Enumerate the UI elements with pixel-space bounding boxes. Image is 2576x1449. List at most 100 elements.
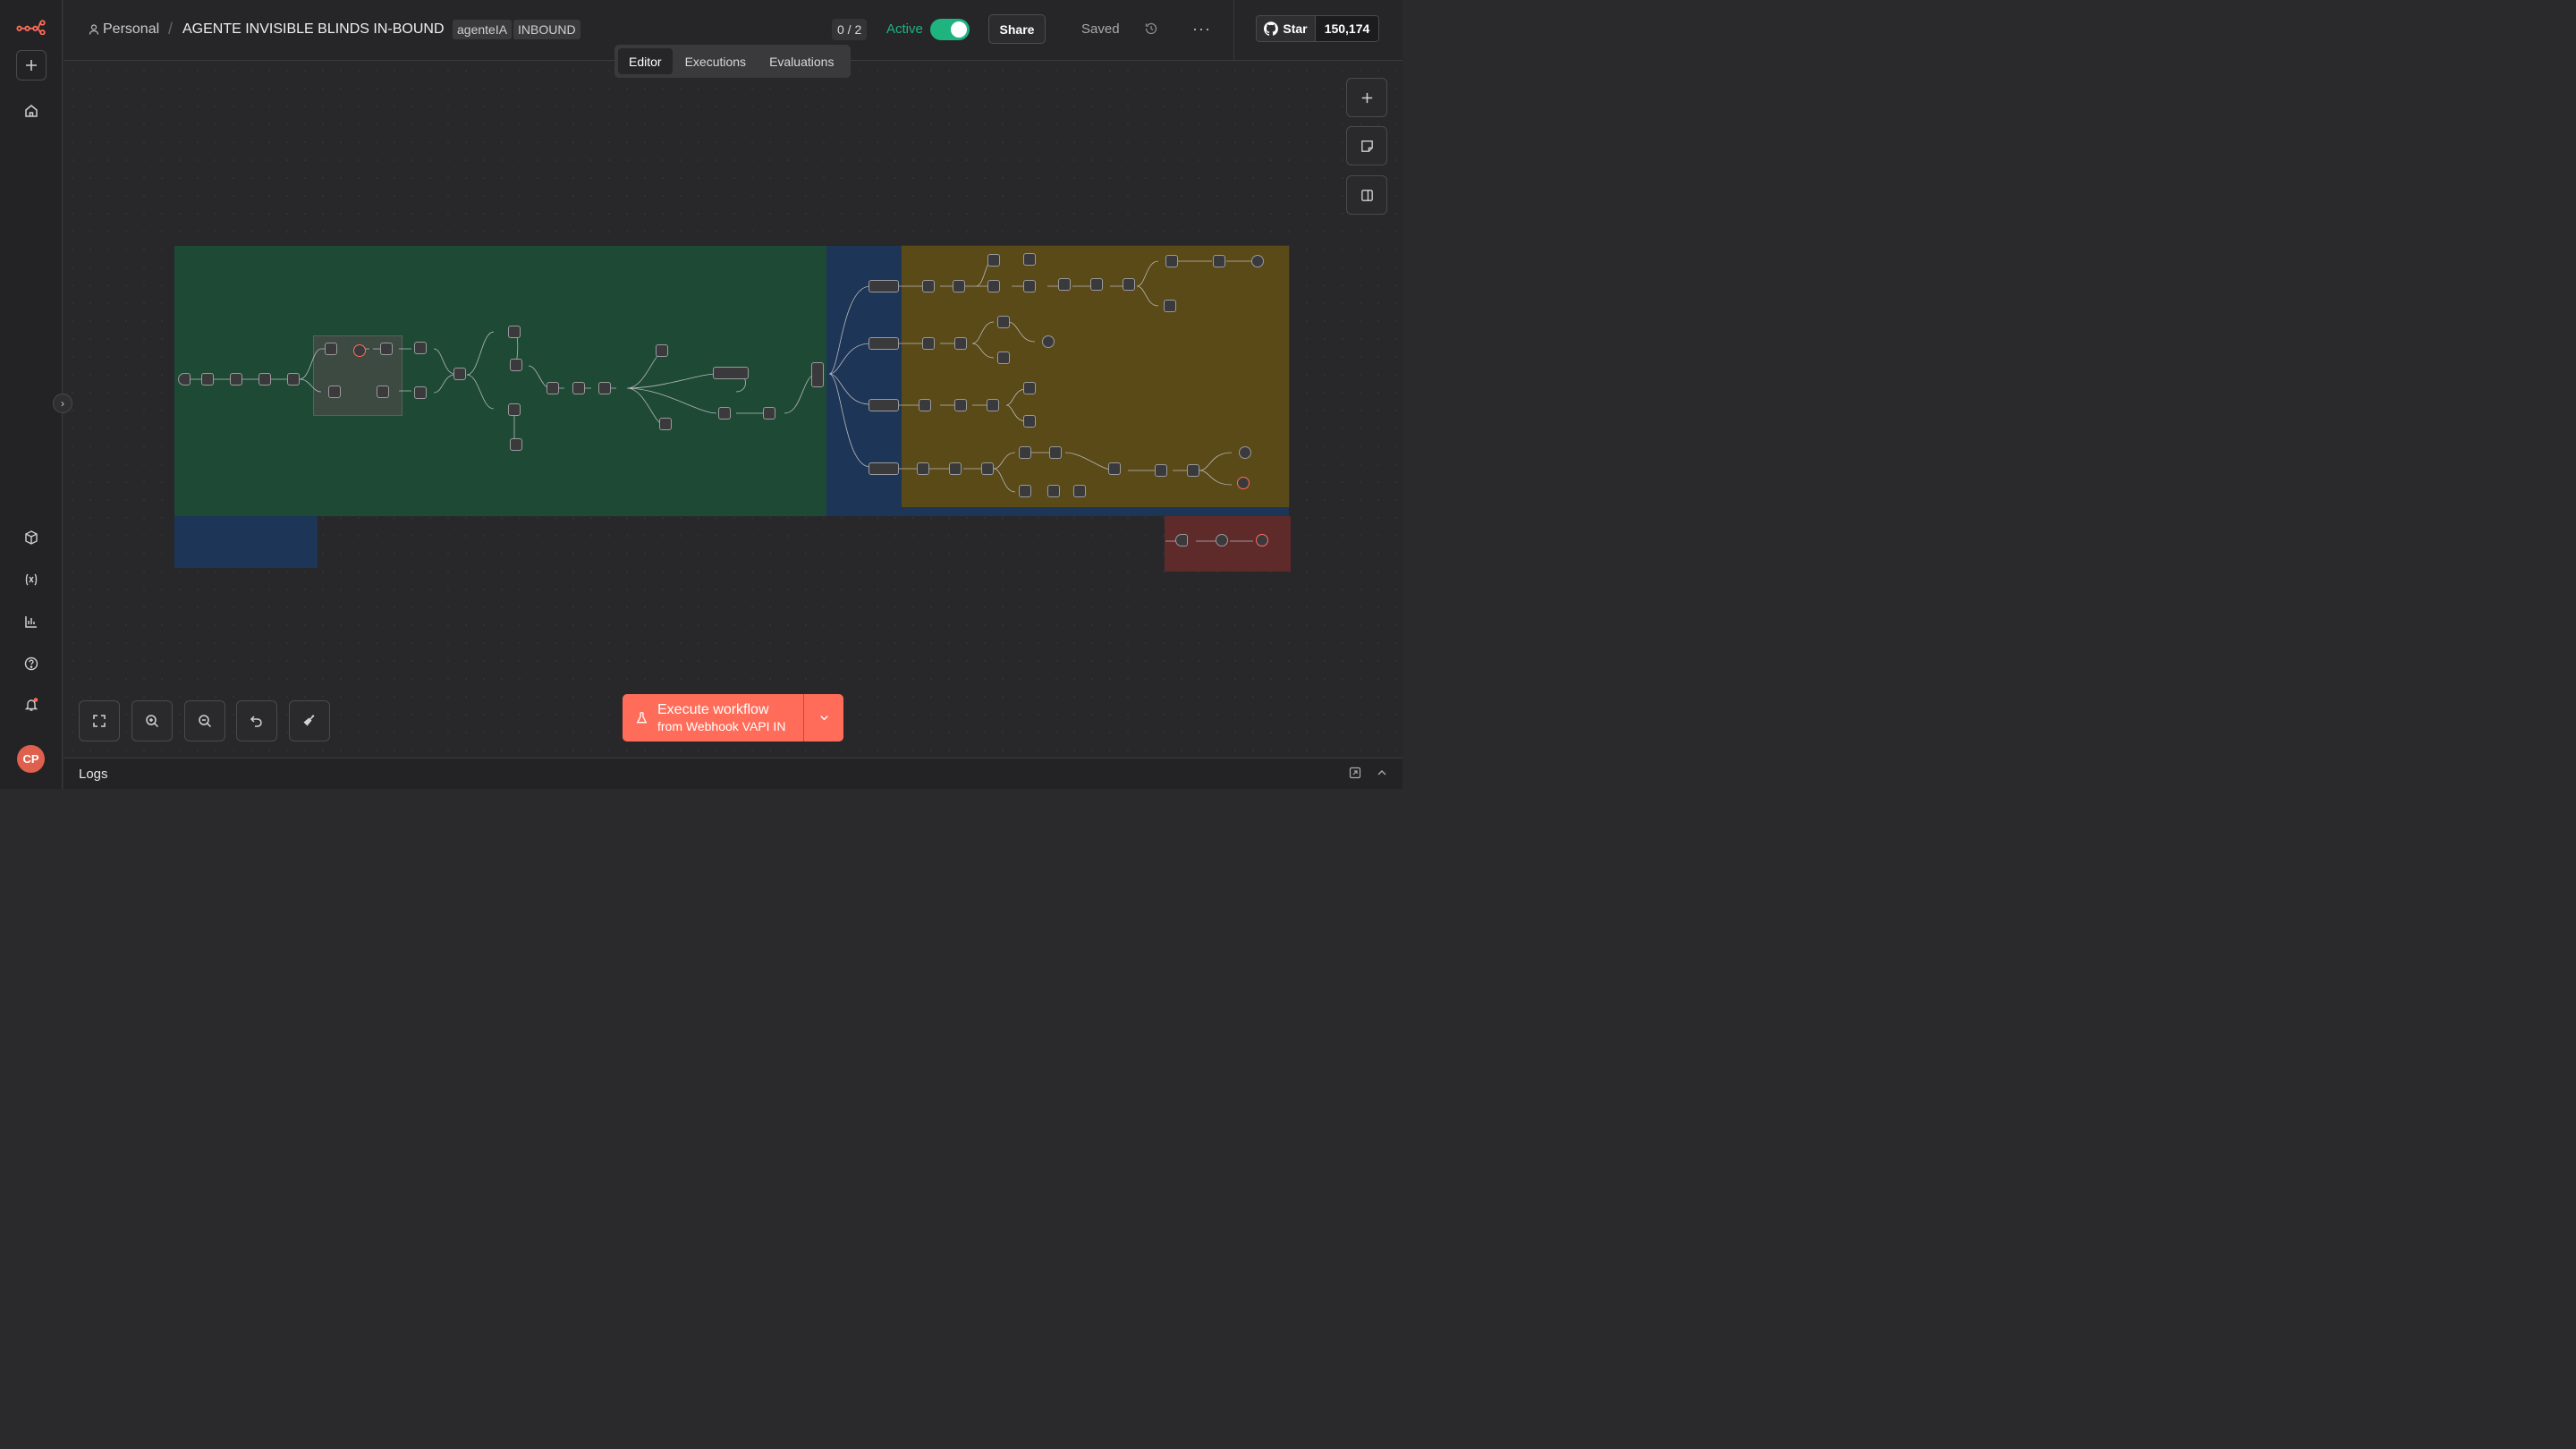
- code-node[interactable]: [763, 407, 775, 419]
- code-node[interactable]: [1123, 278, 1135, 291]
- code-node[interactable]: [922, 337, 935, 350]
- code-node[interactable]: [1213, 255, 1225, 267]
- filter-node[interactable]: [1187, 464, 1199, 477]
- variables-button[interactable]: [16, 564, 47, 595]
- code-node[interactable]: [919, 399, 931, 411]
- ai-node[interactable]: [954, 337, 967, 350]
- code-node[interactable]: [981, 462, 994, 475]
- whatsapp-node[interactable]: [1239, 446, 1251, 459]
- file-node[interactable]: [510, 438, 522, 451]
- ai-node[interactable]: [987, 399, 999, 411]
- avatar[interactable]: CP: [17, 745, 45, 773]
- workflow-title[interactable]: AGENTE INVISIBLE BLINDS IN-BOUND: [182, 21, 445, 37]
- file-node[interactable]: [1073, 485, 1086, 497]
- notes-sticky[interactable]: [174, 516, 318, 568]
- google-sheets-node[interactable]: [1023, 382, 1036, 394]
- chevron-up-icon[interactable]: [1376, 767, 1388, 779]
- n8n-logo-icon[interactable]: [14, 12, 48, 42]
- add-button[interactable]: [16, 50, 47, 80]
- tab-editor[interactable]: Editor: [618, 48, 673, 74]
- switch-node[interactable]: [811, 362, 824, 387]
- code-node[interactable]: [414, 342, 427, 354]
- help-button[interactable]: [16, 648, 47, 679]
- code-node[interactable]: [922, 280, 935, 292]
- code-node[interactable]: [987, 280, 1000, 292]
- ai-node[interactable]: [325, 343, 337, 355]
- file-node[interactable]: [1023, 415, 1036, 428]
- notifications-button[interactable]: [16, 690, 47, 720]
- add-sticky-button[interactable]: [1346, 126, 1387, 165]
- code-node[interactable]: [287, 373, 300, 386]
- code-node[interactable]: [954, 399, 967, 411]
- green-section-sticky[interactable]: [174, 246, 826, 516]
- code-node[interactable]: [201, 373, 214, 386]
- zoom-out-button[interactable]: [184, 700, 225, 741]
- github-star-button[interactable]: Star 150,174: [1256, 15, 1379, 42]
- filter-node[interactable]: [1023, 253, 1036, 266]
- toggle-panel-button[interactable]: [1346, 175, 1387, 215]
- tab-evaluations[interactable]: Evaluations: [769, 54, 835, 69]
- merge-node[interactable]: [718, 407, 731, 419]
- zoom-to-fit-button[interactable]: [79, 700, 120, 741]
- expand-sidebar-button[interactable]: ›: [53, 394, 72, 413]
- http-request-node[interactable]: [869, 399, 899, 411]
- tag-inbound[interactable]: INBOUND: [513, 20, 580, 39]
- google-sheets-node[interactable]: [1019, 446, 1031, 459]
- execute-workflow-button[interactable]: Execute workflow from Webhook VAPI IN: [623, 694, 843, 741]
- google-sheets-node[interactable]: [510, 359, 522, 371]
- insights-button[interactable]: [16, 606, 47, 637]
- google-sheets-node[interactable]: [997, 316, 1010, 328]
- whatsapp-node[interactable]: [1251, 255, 1264, 267]
- google-sheets-node[interactable]: [1165, 255, 1178, 267]
- tab-executions[interactable]: Executions: [684, 54, 747, 69]
- code-node[interactable]: [258, 373, 271, 386]
- code-node[interactable]: [1155, 464, 1167, 477]
- google-sheets-node[interactable]: [997, 352, 1010, 364]
- add-node-button[interactable]: [1346, 78, 1387, 117]
- file-node[interactable]: [508, 403, 521, 416]
- filter-node[interactable]: [598, 382, 611, 394]
- workflow-canvas[interactable]: [64, 62, 1402, 757]
- code-node[interactable]: [917, 462, 929, 475]
- switch-node[interactable]: [453, 368, 466, 380]
- http-request-node[interactable]: [869, 280, 899, 292]
- pop-out-icon[interactable]: [1349, 767, 1361, 779]
- file-node[interactable]: [656, 344, 668, 357]
- code-node[interactable]: [328, 386, 341, 398]
- tidy-up-button[interactable]: [289, 700, 330, 741]
- share-button[interactable]: Share: [988, 14, 1046, 44]
- set-node[interactable]: [949, 462, 962, 475]
- file-node[interactable]: [1164, 300, 1176, 312]
- breadcrumb-project[interactable]: Personal: [103, 21, 160, 37]
- active-toggle[interactable]: [930, 19, 970, 40]
- stop-node[interactable]: [1256, 534, 1268, 547]
- whatsapp-node[interactable]: [1216, 534, 1228, 547]
- stop-node[interactable]: [1237, 477, 1250, 489]
- execute-workflow-main[interactable]: Execute workflow from Webhook VAPI IN: [623, 694, 804, 741]
- code-node[interactable]: [1023, 280, 1036, 292]
- http-request-node[interactable]: [869, 462, 899, 475]
- http-request-node[interactable]: [869, 337, 899, 350]
- google-sheets-node[interactable]: [1049, 446, 1062, 459]
- google-sheets-node[interactable]: [508, 326, 521, 338]
- logs-panel-bar[interactable]: Logs: [64, 758, 1402, 789]
- templates-button[interactable]: [16, 522, 47, 553]
- home-button[interactable]: [16, 96, 47, 126]
- file-node[interactable]: [1047, 485, 1060, 497]
- merge-node[interactable]: [547, 382, 559, 394]
- execute-dropdown-button[interactable]: [804, 694, 843, 741]
- http-request-node[interactable]: [713, 367, 749, 379]
- merge-node[interactable]: [1058, 278, 1071, 291]
- more-options-icon[interactable]: ···: [1192, 20, 1211, 38]
- google-sheets-node[interactable]: [659, 418, 672, 430]
- google-sheets-node[interactable]: [1090, 278, 1103, 291]
- stop-node[interactable]: [353, 344, 366, 357]
- code-node[interactable]: [572, 382, 585, 394]
- filter-node[interactable]: [377, 386, 389, 398]
- set-node[interactable]: [230, 373, 242, 386]
- tag-agenteia[interactable]: agenteIA: [453, 20, 513, 39]
- code-node[interactable]: [953, 280, 965, 292]
- history-icon[interactable]: [1144, 21, 1158, 36]
- webhook-node[interactable]: [178, 373, 191, 386]
- undo-button[interactable]: [236, 700, 277, 741]
